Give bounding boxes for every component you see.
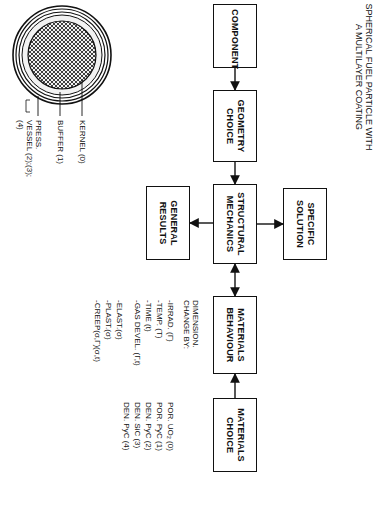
- note-text: -IRRAD. (Γ): [166, 300, 175, 342]
- box-label: GEOMETRY CHOICE: [224, 95, 246, 157]
- note-text: DEN. PyC (4): [122, 402, 131, 450]
- note-text: -CREEP(σ,Γ)(σ,t): [93, 300, 102, 362]
- box-label: COMPONENT: [230, 9, 241, 63]
- note-text: DEN. SiC (3): [133, 402, 142, 448]
- box-label: GENERAL RESULTS: [157, 191, 179, 255]
- flow-arrow: [234, 162, 235, 184]
- figure-caption: SPHERICAL FUEL PARTICLE WITH A MULTILAYE…: [353, 2, 374, 152]
- process-box: MATERIALS BEHAVIOUR: [213, 296, 257, 374]
- process-box: MATERIALS CHOICE: [213, 398, 257, 472]
- box-label: STRUCTURAL MECHANICS: [224, 189, 246, 259]
- flow-arrow: [234, 68, 235, 90]
- note-text: -TIME (t): [144, 300, 153, 332]
- note-text: -PLAST.(σ): [104, 300, 113, 340]
- layer-label: BUFFER (1): [56, 120, 65, 164]
- flow-arrow: [257, 223, 283, 224]
- note-text: POR. PyC (1): [155, 402, 164, 451]
- layer-label: KERNEL (0): [78, 120, 87, 164]
- process-box: SPECIFIC SOLUTION: [283, 188, 327, 260]
- flow-arrow: [234, 264, 235, 296]
- flow-arrow: [190, 222, 213, 223]
- flow-arrow: [234, 374, 235, 398]
- note-text: -ELAST.(σ): [115, 300, 124, 340]
- note-text: DIMENSION. CHANGE BY:: [182, 300, 200, 362]
- process-box: GENERAL RESULTS: [146, 186, 190, 260]
- box-label: SPECIFIC SOLUTION: [294, 193, 316, 255]
- note-text: -TEMP. (T): [155, 300, 164, 339]
- layer-label: PRESS. VESSEL (2);(3);(4): [15, 120, 43, 182]
- process-box: GEOMETRY CHOICE: [213, 90, 257, 162]
- note-text: -GAS DEVEL. (Γ,t): [133, 300, 142, 366]
- process-box: STRUCTURAL MECHANICS: [213, 184, 257, 264]
- note-text: DEN. PyC (2): [144, 402, 153, 450]
- box-label: MATERIALS CHOICE: [224, 403, 246, 467]
- note-text: POR. UO₂ (0): [166, 402, 175, 451]
- process-box: COMPONENT: [213, 4, 257, 68]
- box-label: MATERIALS BEHAVIOUR: [224, 301, 246, 369]
